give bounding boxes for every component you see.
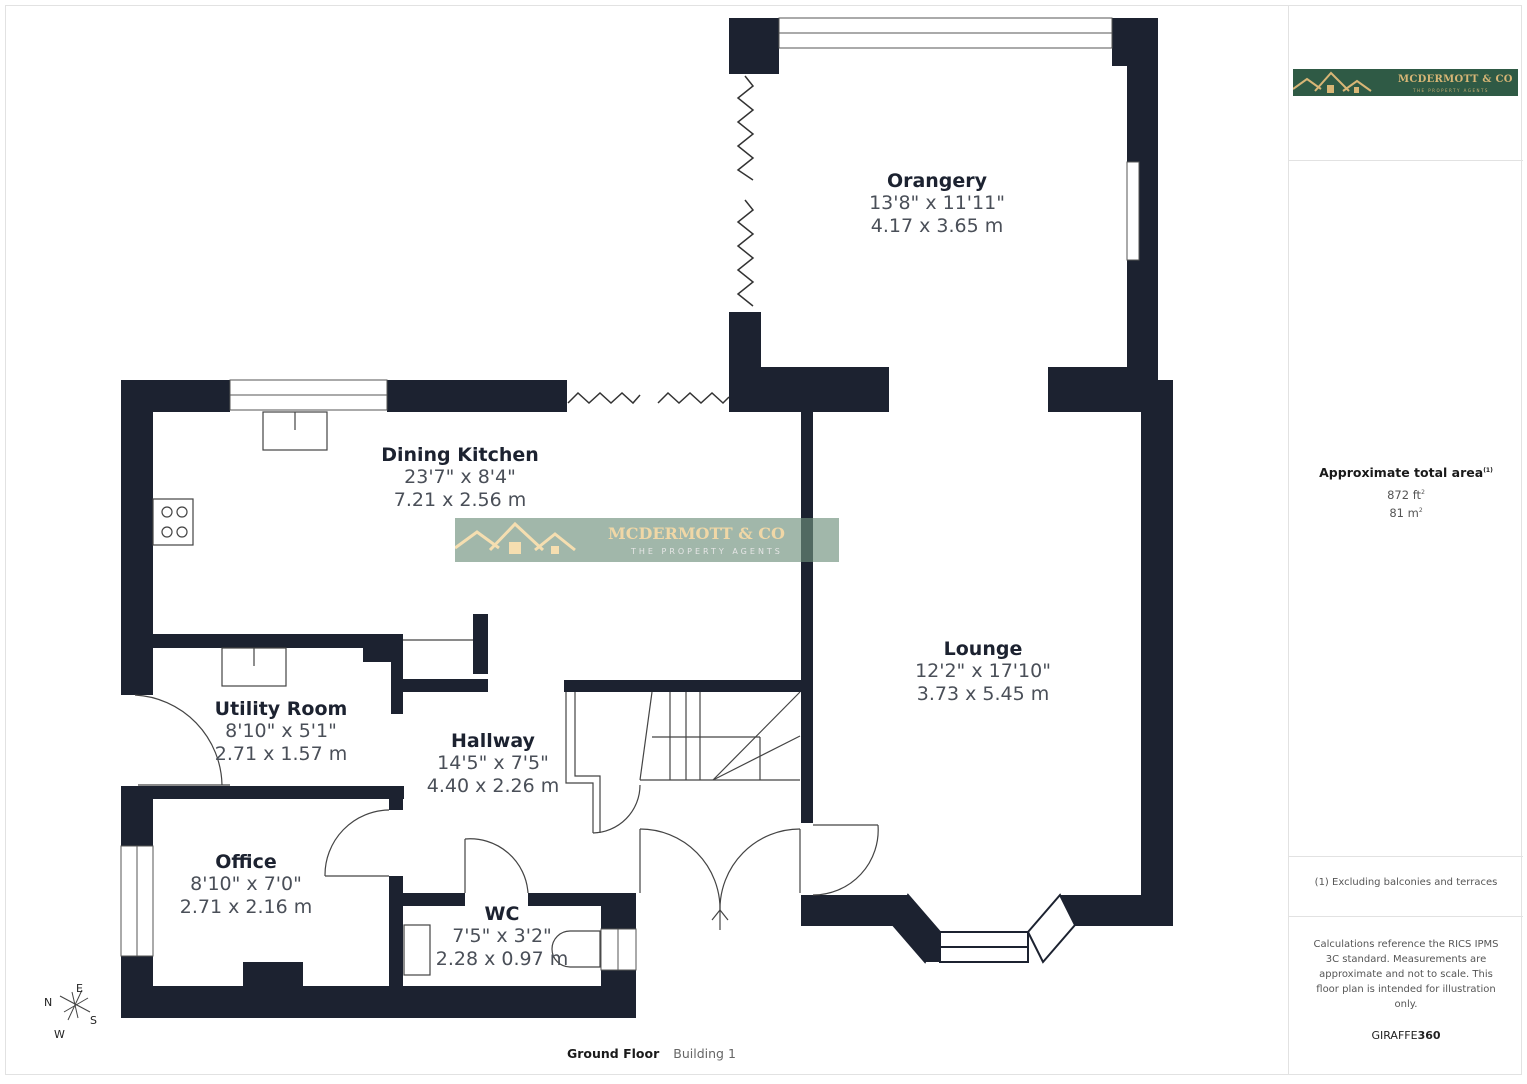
agency-logo: MCDERMOTT & CO THE PROPERTY AGENTS	[1293, 69, 1518, 96]
floor-plan-drawing	[120, 17, 1173, 1018]
watermark-tagline: THE PROPERTY AGENTS	[631, 547, 783, 556]
page-frame	[5, 5, 1522, 1075]
room-dim-imperial: 8'10" x 5'1"	[225, 720, 337, 742]
area-ft-value: 872 ft	[1387, 488, 1422, 502]
logo-tagline: THE PROPERTY AGENTS	[1413, 88, 1489, 93]
total-area: Approximate total area(1) 872 ft2 81 m2	[1289, 465, 1523, 520]
brand-bold: 360	[1417, 1029, 1441, 1042]
floor-name: Ground Floor	[567, 1046, 660, 1061]
room-lounge: Lounge 12'2" x 17'10" 3.73 x 5.45 m	[915, 638, 1051, 706]
room-dim-metric: 2.28 x 0.97 m	[435, 948, 569, 970]
floor-caption: Ground Floor Building 1	[567, 1046, 736, 1061]
area-title: Approximate total area(1)	[1289, 465, 1523, 480]
compass-w: W	[54, 1028, 65, 1041]
area-m-value: 81 m	[1389, 506, 1419, 520]
room-wc: WC 7'5" x 3'2" 2.28 x 0.97 m	[436, 903, 568, 971]
compass: N E S W	[38, 982, 108, 1042]
room-dining-kitchen: Dining Kitchen 23'7" x 8'4" 7.21 x 2.56 …	[381, 444, 539, 512]
footnote-section	[1289, 856, 1523, 917]
compass-s: S	[90, 1014, 97, 1027]
room-dim-imperial: 7'5" x 3'2"	[452, 925, 552, 947]
room-name: Lounge	[943, 638, 1023, 660]
room-dim-imperial: 8'10" x 7'0"	[190, 873, 302, 895]
room-dim-metric: 2.71 x 2.16 m	[179, 896, 313, 918]
room-dim-imperial: 13'8" x 11'11"	[869, 192, 1005, 214]
watermark-logo: MCDERMOTT & CO THE PROPERTY AGENTS	[455, 518, 839, 562]
building-name: Building 1	[673, 1046, 736, 1061]
compass-n: N	[44, 996, 53, 1009]
room-name: Utility Room	[214, 698, 348, 720]
room-hallway: Hallway 14'5" x 7'5" 4.40 x 2.26 m	[427, 730, 559, 798]
brand-light: GIRAFFE	[1371, 1029, 1418, 1042]
footnote-text: (1) Excluding balconies and terraces	[1314, 877, 1498, 888]
room-office: Office 8'10" x 7'0" 2.71 x 2.16 m	[180, 851, 312, 919]
compass-rose-icon	[59, 989, 91, 1021]
compass-e: E	[76, 982, 83, 995]
floor-plan: Orangery 13'8" x 11'11" 4.17 x 3.65 m Di…	[38, 17, 1173, 1061]
room-name: Orangery	[886, 170, 988, 192]
room-dim-imperial: 14'5" x 7'5"	[437, 752, 549, 774]
room-dim-metric: 7.21 x 2.56 m	[393, 489, 527, 511]
footnote-mark: (1)	[1483, 466, 1493, 474]
room-dim-imperial: 12'2" x 17'10"	[915, 660, 1051, 682]
room-dim-metric: 2.71 x 1.57 m	[214, 743, 348, 765]
room-name: Dining Kitchen	[381, 444, 539, 466]
area-imperial: 872 ft2	[1387, 488, 1425, 502]
roof-logo-icon	[1293, 71, 1372, 93]
room-orangery: Orangery 13'8" x 11'11" 4.17 x 3.65 m	[869, 170, 1005, 238]
giraffe360-brand: GIRAFFE360	[1289, 1029, 1523, 1042]
room-dim-metric: 4.40 x 2.26 m	[426, 775, 560, 797]
disclaimer-text: Calculations reference the RICS IPMS 3C …	[1313, 939, 1499, 1010]
room-dim-imperial: 23'7" x 8'4"	[404, 466, 516, 488]
room-dim-metric: 3.73 x 5.45 m	[916, 683, 1050, 705]
roof-logo-icon	[455, 521, 576, 554]
room-name: Office	[215, 851, 277, 873]
logo-section: MCDERMOTT & CO THE PROPERTY AGENTS	[1289, 5, 1523, 161]
area-section	[1289, 160, 1523, 857]
watermark-name: MCDERMOTT & CO	[608, 524, 785, 543]
room-name: WC	[484, 903, 520, 925]
room-dim-metric: 4.17 x 3.65 m	[870, 215, 1004, 237]
room-utility: Utility Room 8'10" x 5'1" 2.71 x 1.57 m	[215, 698, 348, 766]
room-name: Hallway	[451, 730, 535, 752]
area-title-text: Approximate total area	[1319, 465, 1484, 480]
info-sidebar: MCDERMOTT & CO THE PROPERTY AGENTS Appro…	[1288, 5, 1523, 1075]
logo-name: MCDERMOTT & CO	[1398, 74, 1513, 85]
area-metric: 81 m2	[1389, 506, 1423, 520]
